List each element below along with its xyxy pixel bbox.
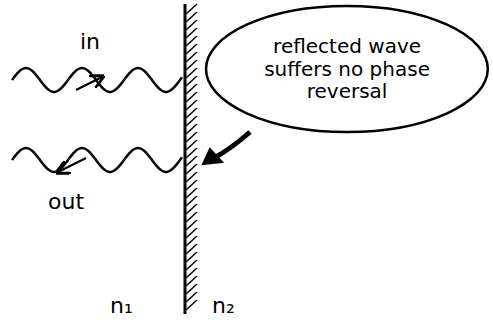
speech-bubble: reflected wave suffers no phase reversal: [204, 4, 490, 134]
incident-wave: [12, 68, 182, 92]
bubble-ellipse: [206, 6, 488, 132]
wall-hatching: [186, 4, 197, 310]
callout-pointer-head: [203, 149, 222, 164]
reflected-wave: [12, 148, 182, 172]
medium-label: n₁: [110, 294, 133, 318]
callout-pointer: [214, 132, 250, 158]
direction-arrow: [58, 158, 86, 172]
reflecting-wall: [184, 4, 187, 314]
direction-arrow: [76, 77, 102, 90]
hatch-line: [186, 300, 197, 310]
callout-text: reflected wave suffers no phase reversal: [252, 35, 442, 102]
medium-label: n₂: [212, 294, 235, 318]
wave-label: out: [48, 190, 84, 214]
wave-label: in: [80, 30, 100, 54]
